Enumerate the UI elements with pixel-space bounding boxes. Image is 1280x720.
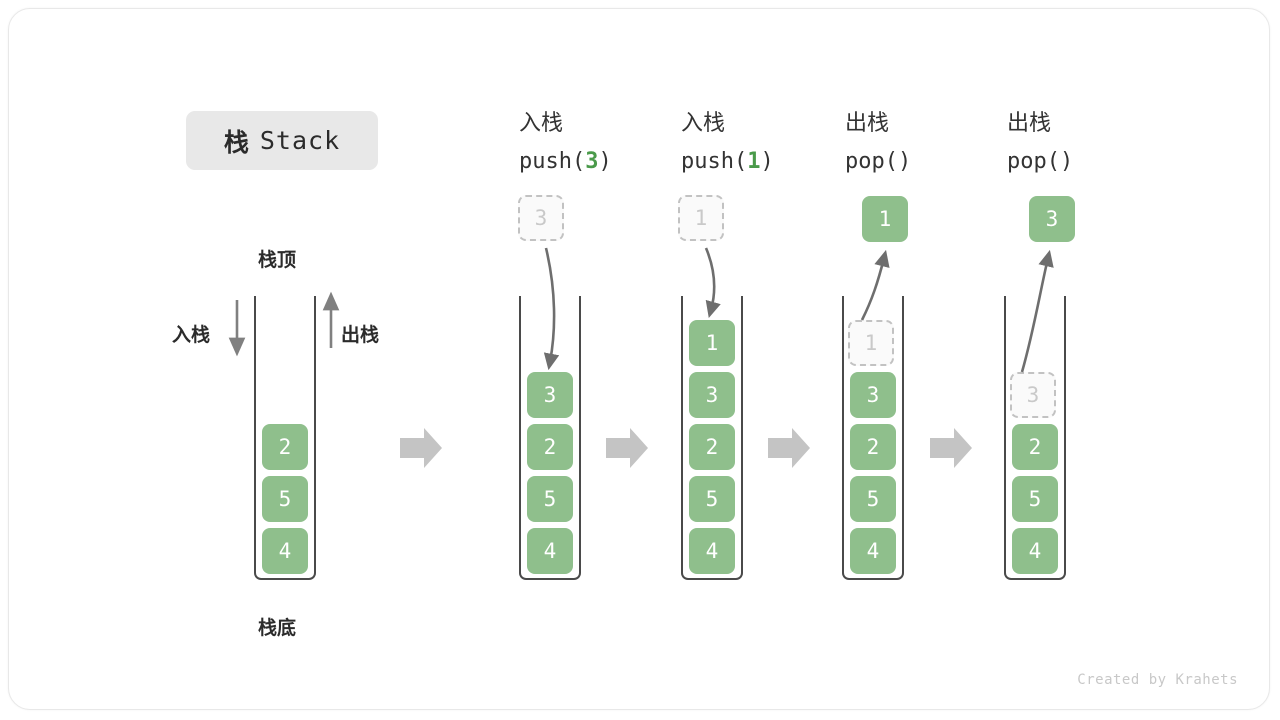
code-suffix: ) [1059,149,1074,174]
column-header-cn: 入栈 [681,111,726,136]
stack-container-push-3 [519,296,581,580]
column-header-code: push(1) [681,143,774,181]
stack-cell: 5 [1012,476,1058,522]
column-header-pop-3: 出栈 pop() [1007,105,1073,181]
stack-cell-ghost: 3 [1010,372,1056,418]
page-title: 栈 Stack [186,111,378,170]
code-number: 1 [747,149,761,174]
stack-container-pop-3 [1004,296,1066,580]
label-stack-bottom: 栈底 [258,617,297,639]
page-title-en: Stack [259,126,341,155]
stack-cell: 4 [527,528,573,574]
stack-container-initial [254,296,316,580]
floating-cell-ghost: 3 [518,195,564,241]
stack-cell: 4 [689,528,735,574]
code-suffix: ) [760,149,774,174]
stack-container-pop-1 [842,296,904,580]
page-title-cn: 栈 [223,127,250,157]
code-prefix: push( [519,149,586,174]
stack-cell: 4 [850,528,896,574]
stack-cell: 5 [527,476,573,522]
code-prefix: pop( [845,149,898,174]
floating-cell-ghost: 1 [678,195,724,241]
column-header-code: pop() [1007,143,1073,181]
column-header-code: push(3) [519,143,612,181]
code-prefix: pop( [1007,149,1060,174]
label-push-left: 入栈 [172,324,211,346]
column-header-push-1: 入栈 push(1) [681,105,774,181]
stack-cell: 2 [850,424,896,470]
column-header-code: pop() [845,143,911,181]
stack-cell: 3 [689,372,735,418]
stack-cell: 2 [689,424,735,470]
stack-cell: 4 [1012,528,1058,574]
stack-cell: 1 [689,320,735,366]
watermark: Created by Krahets [1077,672,1238,688]
stack-container-push-1 [681,296,743,580]
column-header-cn: 出栈 [1007,111,1052,136]
stack-cell: 5 [689,476,735,522]
label-pop-left: 出栈 [341,324,380,346]
stack-cell: 2 [262,424,308,470]
stack-cell: 2 [1012,424,1058,470]
code-number: 3 [585,149,599,174]
stack-cell: 3 [527,372,573,418]
code-suffix: ) [598,149,612,174]
floating-cell-popped: 1 [862,196,908,242]
column-header-cn: 入栈 [519,111,564,136]
label-stack-top: 栈顶 [258,249,297,271]
column-header-push-3: 入栈 push(3) [519,105,612,181]
column-header-cn: 出栈 [845,111,890,136]
stack-cell-ghost: 1 [848,320,894,366]
column-header-pop-1: 出栈 pop() [845,105,911,181]
stack-cell: 2 [527,424,573,470]
floating-cell-popped: 3 [1029,196,1075,242]
stack-cell: 3 [850,372,896,418]
code-suffix: ) [897,149,912,174]
stack-cell: 5 [850,476,896,522]
code-prefix: push( [681,149,748,174]
stack-cell: 4 [262,528,308,574]
stack-cell: 5 [262,476,308,522]
